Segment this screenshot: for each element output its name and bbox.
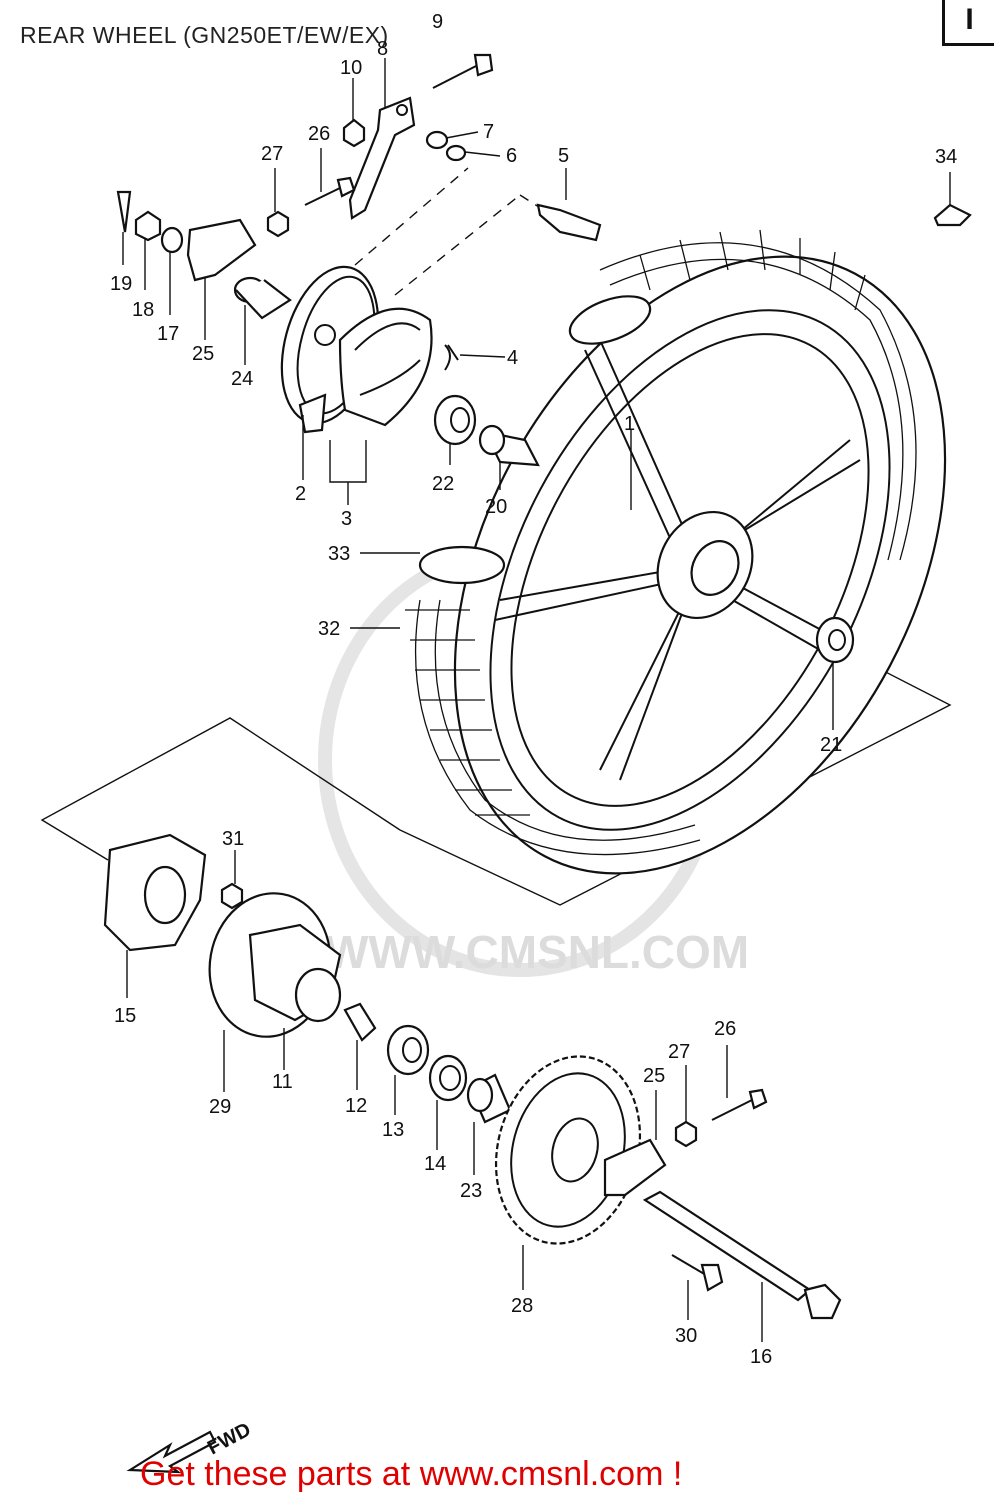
part-label-13: 13: [382, 1119, 404, 1141]
part-label-30: 30: [675, 1325, 697, 1347]
part-label-12: 12: [345, 1095, 367, 1117]
spacer: [233, 276, 292, 320]
oil-seal: [428, 1054, 468, 1102]
part-label-9: 9: [432, 11, 443, 33]
part-label-26-top: 26: [308, 123, 330, 145]
part-label-19: 19: [110, 273, 132, 295]
part-label-5: 5: [558, 145, 569, 167]
spacer: [343, 1002, 377, 1042]
part-label-16: 16: [750, 1346, 772, 1368]
part-label-18: 18: [132, 299, 154, 321]
part-label-24: 24: [231, 368, 253, 390]
section-tab: I: [942, 0, 994, 46]
part-label-27-top: 27: [261, 143, 283, 165]
part-labels: 1 2 3 4 5 6 7 8 9 10 11 12 13 14 15 16 1…: [110, 11, 957, 1368]
part-label-29: 29: [209, 1096, 231, 1118]
nut: [342, 118, 366, 148]
part-label-2: 2: [295, 483, 306, 505]
brake-shoes: [338, 307, 433, 427]
part-label-31: 31: [222, 828, 244, 850]
tyre-tread: [405, 229, 917, 856]
nut: [134, 210, 162, 242]
part-label-3: 3: [341, 508, 352, 530]
part-label-1: 1: [624, 413, 635, 435]
part-label-15: 15: [114, 1005, 136, 1027]
bolt: [432, 53, 494, 89]
part-label-6: 6: [506, 145, 517, 167]
part-label-7: 7: [483, 121, 494, 143]
part-label-23: 23: [460, 1180, 482, 1202]
washer: [425, 130, 449, 150]
bolt: [304, 176, 356, 206]
cotter-pin: [116, 190, 132, 233]
part-label-28: 28: [511, 1295, 533, 1317]
axle: [642, 1190, 842, 1320]
spacer: [466, 1073, 512, 1124]
bolt: [671, 1254, 724, 1292]
fwd-label: FWD: [204, 1419, 255, 1460]
cush-damper: [103, 833, 207, 952]
chain-adjuster: [603, 1138, 667, 1197]
rim-band-clip: [933, 203, 972, 227]
part-label-22: 22: [432, 473, 454, 495]
washer: [160, 226, 184, 254]
part-label-8: 8: [377, 38, 388, 60]
part-label-11: 11: [272, 1071, 293, 1093]
part-label-17: 17: [157, 323, 179, 345]
cam-lever: [348, 96, 416, 220]
bearing: [433, 394, 477, 446]
nut: [266, 210, 290, 238]
assembly-lines: [354, 167, 576, 296]
part-label-33: 33: [328, 543, 350, 565]
part-label-25-top: 25: [192, 343, 214, 365]
leader-lines: [122, 58, 951, 1342]
watermark-text: WWW.CMSNL.COM: [325, 926, 749, 978]
o-ring: [445, 144, 467, 162]
footer-link[interactable]: Get these parts at www.cmsnl.com !: [140, 1455, 683, 1493]
part-label-32: 32: [318, 618, 340, 640]
nut: [674, 1120, 698, 1148]
part-label-26-bottom: 26: [714, 1018, 736, 1040]
part-label-27-bottom: 27: [668, 1041, 690, 1063]
part-label-20: 20: [485, 496, 507, 518]
part-label-4: 4: [507, 347, 518, 369]
part-label-10: 10: [340, 57, 362, 79]
part-label-14: 14: [424, 1153, 446, 1175]
part-label-25-bottom: 25: [643, 1065, 665, 1087]
part-label-34: 34: [935, 146, 957, 168]
chain-adjuster: [186, 218, 257, 282]
rear-wheel: [405, 229, 947, 875]
bearing: [386, 1024, 430, 1076]
valve: [536, 203, 602, 242]
spacer: [478, 424, 540, 467]
part-label-21: 21: [820, 734, 842, 756]
sprocket-drum: [208, 892, 342, 1038]
page-title: REAR WHEEL (GN250ET/EW/EX): [20, 22, 389, 48]
spring: [444, 344, 459, 371]
nut: [220, 882, 244, 910]
bolt: [711, 1088, 768, 1121]
